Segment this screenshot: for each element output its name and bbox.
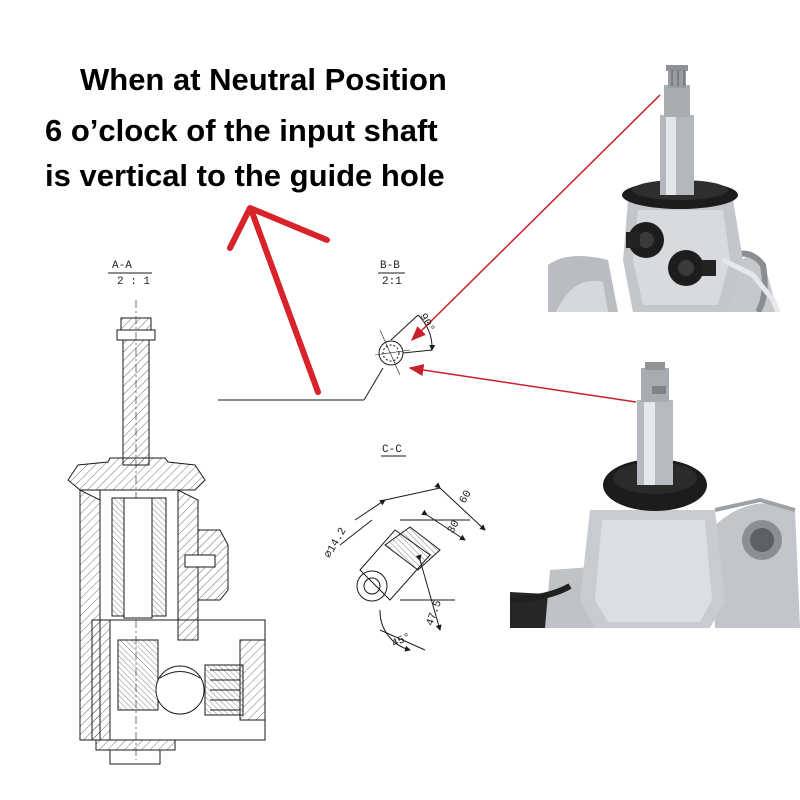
arrow-up-annotation-icon <box>249 209 321 395</box>
section-aa-drawing <box>67 272 266 765</box>
pointer-arrow-icon <box>410 94 661 342</box>
pointer-arrow-icon <box>408 364 637 403</box>
section-bb-name: B-B <box>380 260 400 272</box>
section-bb-scale: 2:1 <box>382 276 402 288</box>
section-aa-scale: 2 : 1 <box>117 276 151 288</box>
section-cc-name: C-C <box>382 444 402 456</box>
headline-line-1: When at Neutral Position <box>80 62 447 97</box>
section-bb-drawing <box>218 272 436 401</box>
photo-input-shaft-bottom <box>510 360 800 628</box>
headline-line-3: is vertical to the guide hole <box>45 158 445 193</box>
section-aa-name: A-A <box>112 260 132 272</box>
photo-input-shaft-top <box>548 60 800 312</box>
section-cc-drawing <box>339 455 486 652</box>
arrow-up-annotation-head-icon <box>227 205 330 251</box>
headline-line-2: 6 o’clock of the input shaft <box>45 113 438 148</box>
